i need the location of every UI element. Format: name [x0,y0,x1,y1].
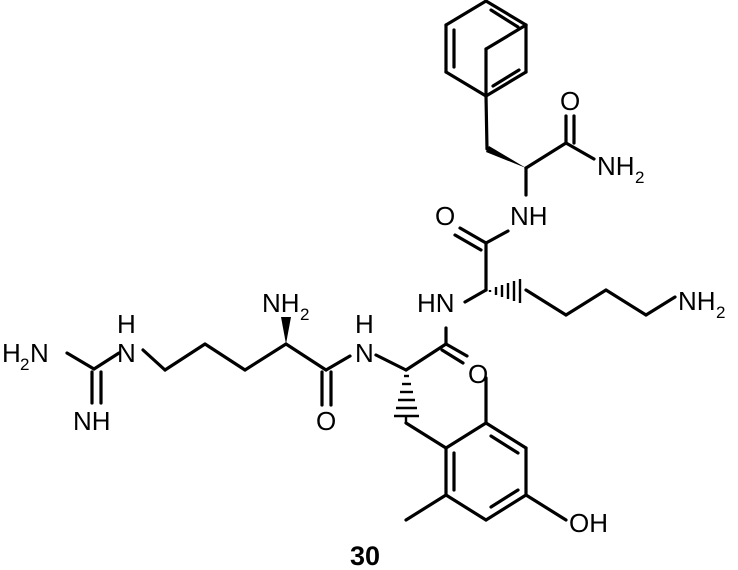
label-dmt-carbonyl-o: O [468,359,488,389]
atom-labels: H 2 N H N NH NH 2 O H N O HN NH 2 O NH O… [2,86,725,538]
label-phe-carbonyl-o: O [560,86,580,116]
label-guanidine-h2n-sub: 2 [20,355,29,374]
label-guanidine-nh-n: N [117,338,136,368]
label-lys-nh2: NH [678,286,716,316]
label-amide1-n: N [355,338,374,368]
stereo-hashes [394,279,522,423]
label-phe-amide-nh2: NH [597,151,635,181]
label-guanidine-imine: NH [73,406,111,436]
label-guanidine-h2n-n: N [30,338,49,368]
label-phe-amide-nh2-sub: 2 [635,168,644,187]
stereo-wedges [281,94,526,344]
label-lys-carbonyl-o: O [435,201,455,231]
compound-number: 30 [350,541,380,570]
label-amide1-h: H [355,309,374,339]
label-amide3-nh: NH [510,201,548,231]
label-arg-nh2: NH [262,288,300,318]
label-arg-carbonyl-o: O [316,406,336,436]
label-guanidine-h2n-h: H [2,338,21,368]
bond-lines [65,0,677,522]
label-arg-nh2-sub: 2 [300,305,309,324]
label-guanidine-nh-h: H [117,309,136,339]
label-lys-nh2-sub: 2 [716,303,725,322]
label-amide2-hn: HN [417,288,455,318]
label-phenol-oh: OH [569,508,608,538]
